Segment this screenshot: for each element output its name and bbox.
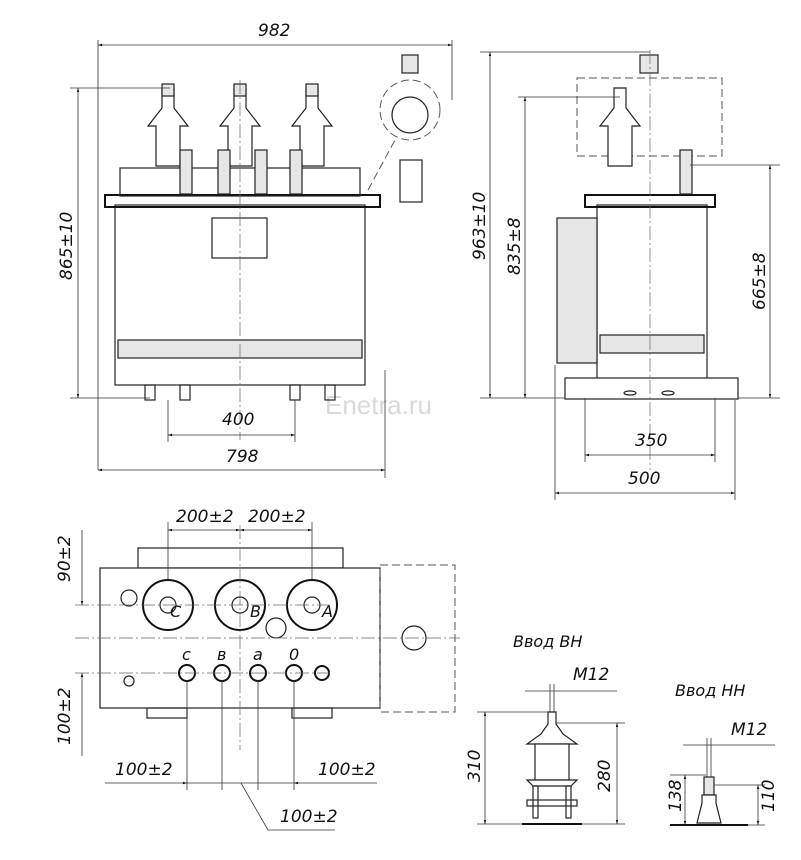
dim-hv-spacing-1: 200±2 [176,507,234,527]
hv-dim-body: 280 [595,760,615,792]
dim-hv-spacing-2: 200±2 [248,507,306,527]
lv-label-0: 0 [289,645,299,664]
dim-offset-bottom: 100±2 [55,687,75,745]
dim-side-rail: 350 [635,431,667,451]
dim-height: 865±10 [57,212,77,280]
side-view: 963±10 835±8 665±8 350 500 [470,50,780,500]
lv-label-b: в [217,645,226,664]
hv-label-c: C [170,602,182,621]
dim-height-hv: 835±8 [505,217,525,275]
hv-bushing-title: Ввод ВН [513,632,582,651]
dim-overall-width: 982 [258,21,290,41]
hv-bushing-detail: Ввод ВН M12 310 280 [465,632,625,825]
lv-dim-body: 110 [759,780,779,812]
hv-dim-total: 310 [465,750,485,782]
lv-bushing-detail: Ввод НН M12 138 110 [666,681,779,826]
lv-dim-total: 138 [666,779,686,812]
hv-label-b: B [250,602,261,621]
lv-bushing-title: Ввод НН [675,681,745,700]
nameplate [211,217,268,259]
dim-lv-right: 100±2 [318,760,376,780]
dim-lv-left: 100±2 [115,760,173,780]
lv-label-a: a [253,645,263,664]
dim-height-total: 963±10 [470,192,490,260]
watermark: Enetra.ru [325,390,432,420]
lv-label-c: c [182,645,191,664]
dim-side-base: 500 [628,469,660,489]
dim-lv-mid: 100±2 [280,807,338,827]
hv-thread: M12 [573,665,609,685]
dim-base-width: 798 [226,447,259,467]
dim-offset-top: 90±2 [55,535,75,582]
lv-thread: M12 [731,720,767,740]
dim-height-lv: 665±8 [750,252,770,310]
lid [104,194,381,208]
lv-bushings [179,149,303,195]
hv-label-a: A [321,602,333,621]
top-view: C B A c в a 0 200±2 200±2 90±2 100±2 100… [55,507,460,831]
front-view: 982 865±10 400 798 [57,21,453,478]
dim-rail-spacing: 400 [222,410,254,430]
